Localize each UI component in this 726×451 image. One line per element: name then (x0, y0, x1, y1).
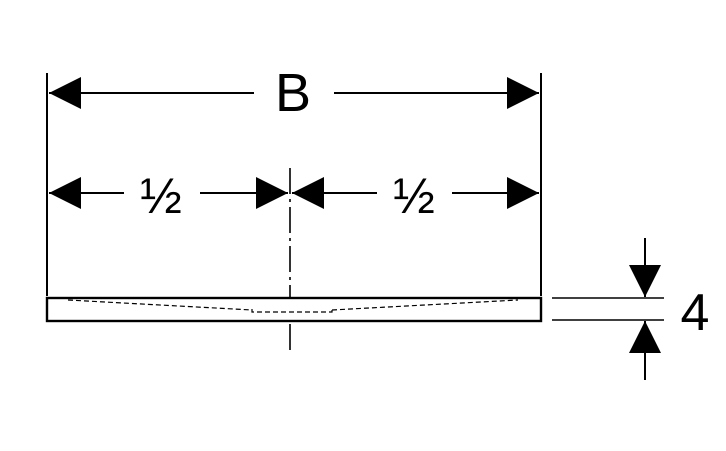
left-half-label: ½ (140, 168, 182, 224)
tray-outline (45, 296, 543, 323)
width-label: B (275, 63, 311, 123)
tray-slope-left (67, 299, 253, 311)
drain-channel (251, 309, 333, 313)
tray-slope-right (331, 299, 519, 311)
thickness-label: 4 (681, 284, 710, 342)
right-half-label: ½ (393, 168, 435, 224)
